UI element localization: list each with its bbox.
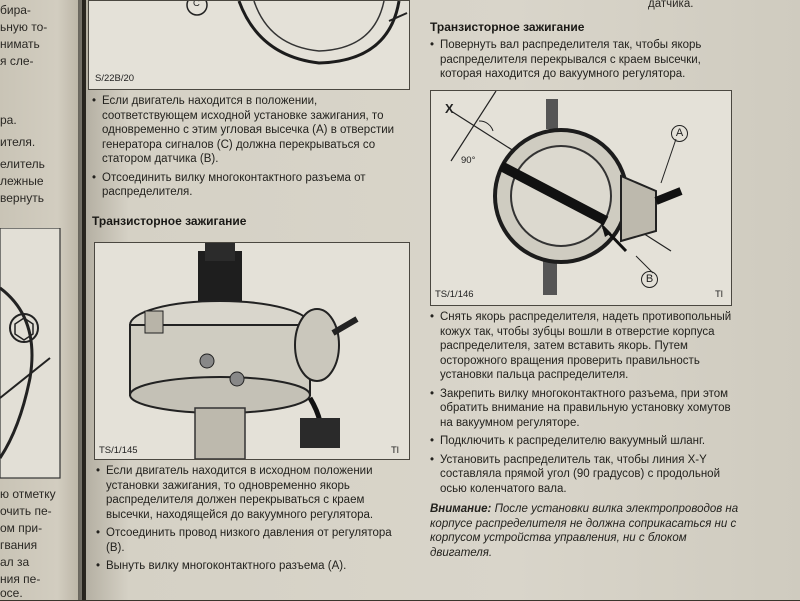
left-page: бира- ьную то- нимать я сле- ра. ителя. …: [0, 0, 82, 600]
right-column-text-2: Снять якорь распределителя, надеть проти…: [430, 310, 740, 560]
callout-a: A: [671, 125, 688, 142]
figure-ts-1-146: X 90° A B TS/1/146 Tl: [430, 90, 732, 306]
axis-x-label: X: [445, 101, 454, 116]
left-fragment: вернуть: [0, 191, 44, 205]
section-heading: Транзисторное зажигание: [92, 214, 247, 228]
callout-b: B: [641, 271, 658, 288]
left-fragment: нимать: [0, 37, 40, 51]
left-fragment: очить пе-: [0, 504, 52, 518]
figure-label: TS/1/145: [99, 445, 138, 456]
paragraph: Установить распределитель так, чтобы лин…: [430, 453, 740, 497]
left-fragment: лежные: [0, 174, 44, 188]
angle-label: 90°: [461, 155, 476, 166]
paragraph: Отсоединить вилку многоконтактного разъе…: [92, 171, 410, 200]
figure-mark: Tl: [391, 445, 399, 456]
paragraph: Подключить к распределителю вакуумный шл…: [430, 434, 740, 449]
left-fragment: ю отметку: [0, 487, 56, 501]
left-column-text-2: Если двигатель находится в исходном поло…: [96, 464, 408, 578]
paragraph: Снять якорь распределителя, надеть проти…: [430, 310, 740, 383]
left-fragment: ом при-: [0, 521, 43, 535]
paragraph: Повернуть вал распределителя так, чтобы …: [430, 38, 740, 82]
left-fragment: я сле-: [0, 54, 34, 68]
callout-c: C: [193, 0, 200, 9]
figure-label: S/22B/20: [95, 73, 135, 84]
left-fragment: ра.: [0, 113, 17, 127]
left-fragment: ал за: [0, 555, 30, 569]
figure-mark: Tl: [715, 289, 723, 300]
left-figure-fragment: [0, 228, 61, 479]
figure-ts-1-145: TS/1/145 Tl: [94, 242, 410, 460]
right-page: C S/22B/20 Если двигатель находится в по…: [86, 0, 800, 600]
paragraph: Вынуть вилку многоконтактного разъема (А…: [96, 559, 408, 574]
left-fragment: елитель: [0, 157, 45, 171]
paragraph: Если двигатель находится в исходном поло…: [96, 464, 408, 522]
left-fragment: осе.: [0, 586, 23, 600]
figure-label: TS/1/146: [435, 289, 474, 300]
paragraph: Закрепить вилку многоконтактного разъема…: [430, 387, 740, 431]
warning-note: Внимание: После установки вилка электроп…: [430, 502, 740, 560]
warning-label: Внимание:: [430, 503, 492, 515]
text-fragment: датчика.: [648, 0, 694, 10]
warning-text: После установки вилка электропроводов на…: [430, 503, 739, 559]
paragraph: Отсоединить провод низкого давления от р…: [96, 526, 408, 555]
left-fragment: ьную то-: [0, 20, 48, 34]
left-fragment: ителя.: [0, 135, 36, 149]
right-column-text: Повернуть вал распределителя так, чтобы …: [430, 38, 740, 86]
left-fragment: гвания: [0, 538, 38, 552]
left-fragment: бира-: [0, 3, 31, 17]
paragraph: Если двигатель находится в положении, со…: [92, 94, 410, 167]
left-column-text: Если двигатель находится в положении, со…: [92, 94, 410, 204]
top-figure: C S/22B/20: [88, 0, 410, 90]
left-fragment: ния пе-: [0, 572, 41, 586]
section-heading: Транзисторное зажигание: [430, 20, 585, 34]
